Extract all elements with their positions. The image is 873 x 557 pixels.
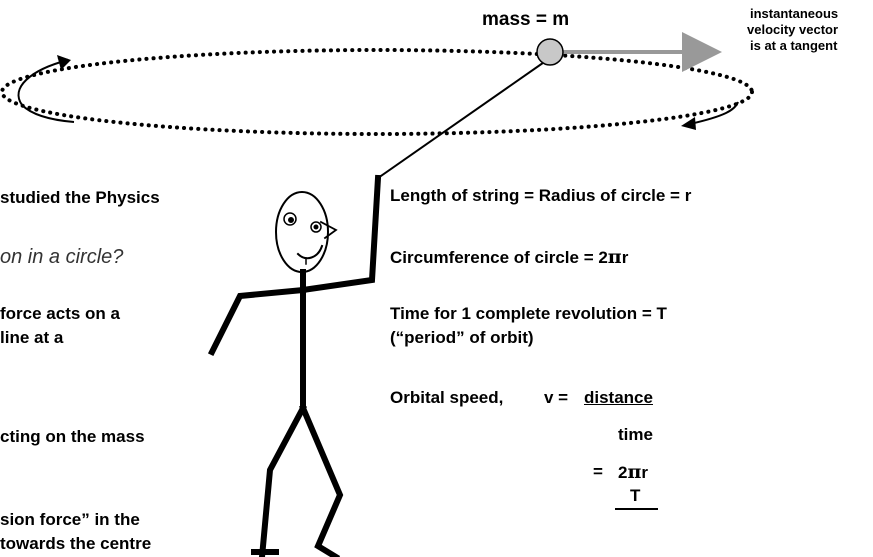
stick-figure-head (275, 191, 329, 273)
orbital-speed-label: Orbital speed, (390, 388, 504, 407)
circumference-text: Circumference of circle = 2 (390, 248, 608, 267)
string-length-statement: Length of string = Radius of circle = r (390, 186, 692, 205)
velocity-vector-label-1: instantaneous (750, 6, 839, 21)
left-text-line-2: on in a circle? (0, 246, 124, 268)
numerator-r: r (641, 463, 649, 482)
left-text-line-6: sion force” in the (0, 510, 140, 529)
left-text-line-7: towards the centre (0, 534, 152, 553)
stick-figure-mouth (296, 244, 324, 260)
stick-figure-eye-left (283, 212, 297, 226)
orbit-path (0, 48, 754, 136)
circumference-r: r (621, 248, 629, 267)
distance-numerator: distance (584, 388, 653, 407)
v-equals: v = (544, 388, 569, 407)
orbit-arrow-left (17, 55, 75, 123)
numerator-pi: π (627, 461, 642, 483)
velocity-vector-label-3: is at a tangent (750, 38, 838, 53)
left-text-line-1: studied the Physics (0, 188, 160, 207)
period-statement: Time for 1 complete revolution = T (390, 304, 667, 323)
left-text-line-3: force acts on a (0, 304, 120, 323)
formula-numerator: 2πr (618, 462, 648, 483)
pi-symbol: π (607, 246, 622, 268)
circumference-statement: Circumference of circle = 2πr (390, 247, 628, 268)
period-note: (“period” of orbit) (390, 328, 534, 347)
mass-label: mass = m (482, 9, 570, 30)
orbit-arrow-right (681, 101, 739, 130)
stick-figure (207, 174, 382, 557)
velocity-vector-label-2: velocity vector (747, 22, 839, 37)
formula-denominator: T (630, 486, 641, 505)
time-denominator: time (618, 425, 653, 444)
left-text-line-4: line at a (0, 328, 64, 347)
stick-figure-eye-right (310, 221, 322, 233)
left-text-line-5: cting on the mass (0, 427, 145, 446)
mass-ball (536, 38, 564, 66)
equals-sign: = (593, 462, 603, 481)
numerator-2: 2 (618, 463, 628, 482)
string (377, 57, 551, 179)
